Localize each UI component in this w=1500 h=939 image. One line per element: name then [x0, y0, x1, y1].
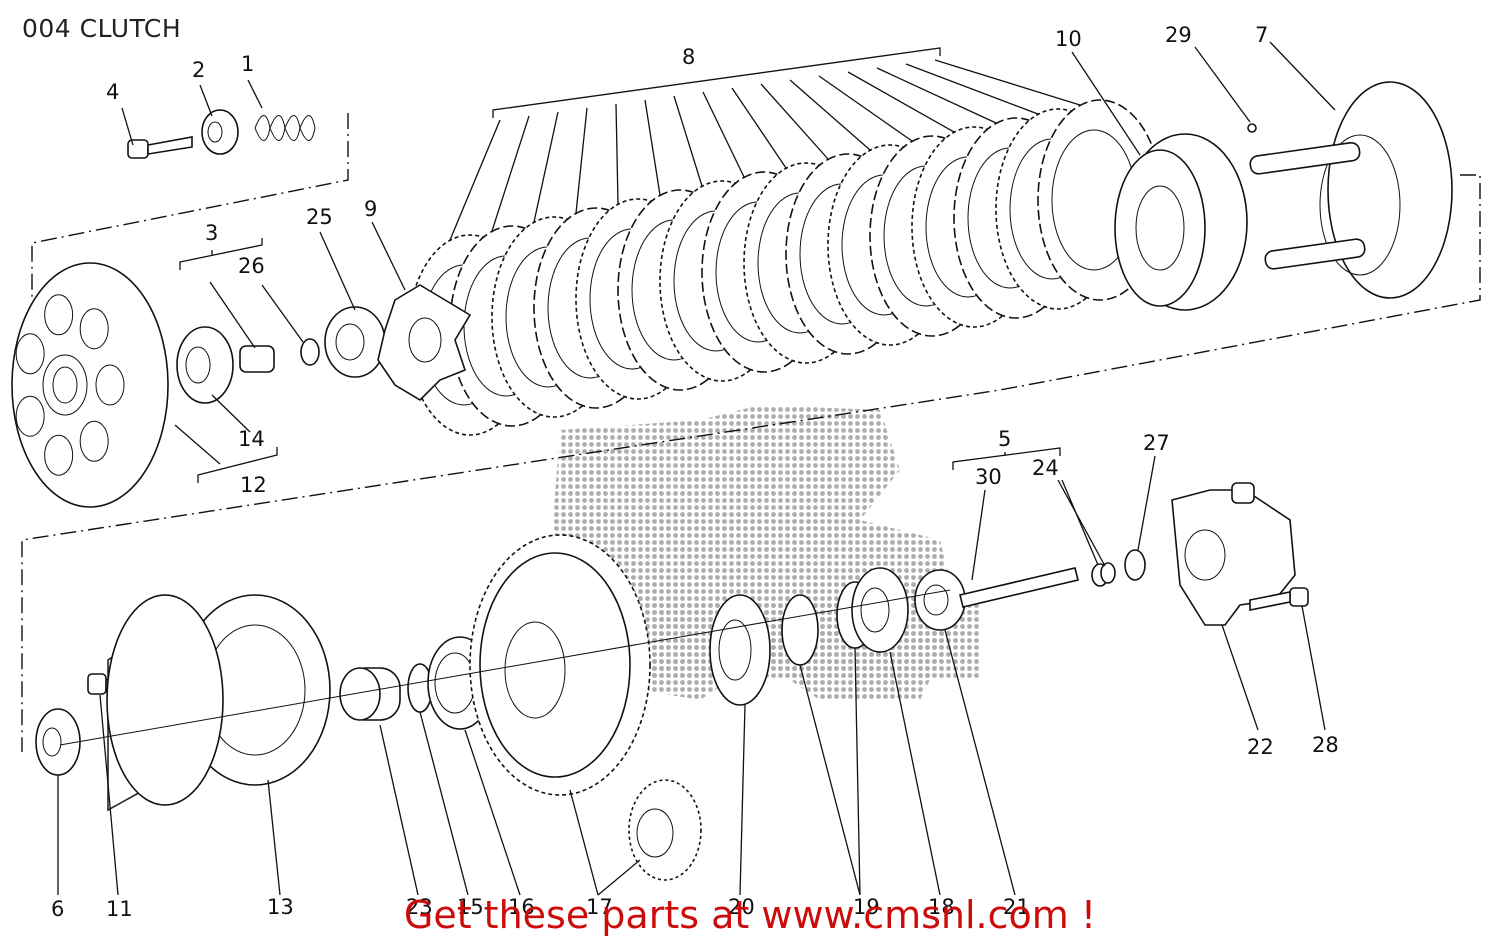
- callout-26: 26: [238, 254, 265, 278]
- small-gear-17: [628, 779, 702, 881]
- bolt-28: [1249, 587, 1309, 611]
- washer-2: [201, 109, 239, 155]
- bearing-20: [709, 594, 771, 706]
- clutch-hub-drum: [1114, 133, 1248, 311]
- callout-25: 25: [306, 205, 333, 229]
- clutch-cover: [11, 262, 169, 508]
- diagram-title: 004 CLUTCH: [22, 14, 182, 43]
- center-axis: [59, 589, 951, 746]
- callout-9: 9: [364, 197, 377, 221]
- callout-14: 14: [238, 427, 265, 451]
- bolt-4: [127, 136, 193, 159]
- spider-9: [377, 284, 472, 402]
- callout-29: 29: [1165, 23, 1192, 47]
- callout-17: 17: [586, 895, 613, 919]
- callout-11: 11: [106, 897, 133, 921]
- oring-27: [1124, 549, 1146, 581]
- clutch-housing-13: [106, 594, 331, 812]
- nut-25: [324, 306, 386, 378]
- frame-lines: [21, 113, 1481, 752]
- callout-20: 20: [728, 895, 755, 919]
- callout-12: 12: [240, 473, 267, 497]
- callout-15: 15: [457, 895, 484, 919]
- callout-6: 6: [51, 897, 64, 921]
- spring-1: [254, 115, 316, 141]
- callout-2: 2: [192, 58, 205, 82]
- callout-3: 3: [205, 221, 218, 245]
- callout-1: 1: [241, 52, 254, 76]
- callout-27: 27: [1143, 431, 1170, 455]
- callout-13: 13: [267, 895, 294, 919]
- callout-7: 7: [1255, 23, 1268, 47]
- seals-24: [1091, 562, 1116, 587]
- pushrod-pin-26: [239, 345, 275, 373]
- callout-8: 8: [682, 45, 695, 69]
- callout-18: 18: [928, 895, 955, 919]
- callout-23: 23: [406, 895, 433, 919]
- clutch-plate-stack: [407, 47, 1163, 436]
- callout-28: 28: [1312, 733, 1339, 757]
- leader-lines: [57, 41, 1336, 896]
- callout-5: 5: [998, 427, 1011, 451]
- callout-30: 30: [975, 465, 1002, 489]
- bearing-21: [914, 569, 966, 631]
- callout-16: 16: [508, 895, 535, 919]
- callout-numbers: 4 2 1 3 26 25 9 14 12 8 10 29 7 5 30 24 …: [51, 23, 1339, 921]
- bushing-23: [339, 667, 401, 721]
- pushrod-30: [959, 567, 1079, 608]
- bearing-14: [176, 326, 234, 404]
- callout-21: 21: [1003, 895, 1030, 919]
- washer-6: [35, 708, 81, 776]
- callout-22: 22: [1247, 735, 1274, 759]
- callout-10: 10: [1055, 27, 1082, 51]
- bearing-18: [851, 567, 909, 653]
- oring-26: [300, 338, 320, 366]
- callout-19: 19: [853, 895, 880, 919]
- primary-gear-17: [469, 534, 651, 796]
- callout-4: 4: [106, 80, 119, 104]
- parts-banner-link[interactable]: Get these parts at www.cmsnl.com !: [403, 893, 1097, 937]
- pressure-plate: [1247, 81, 1453, 299]
- callout-24: 24: [1032, 456, 1059, 480]
